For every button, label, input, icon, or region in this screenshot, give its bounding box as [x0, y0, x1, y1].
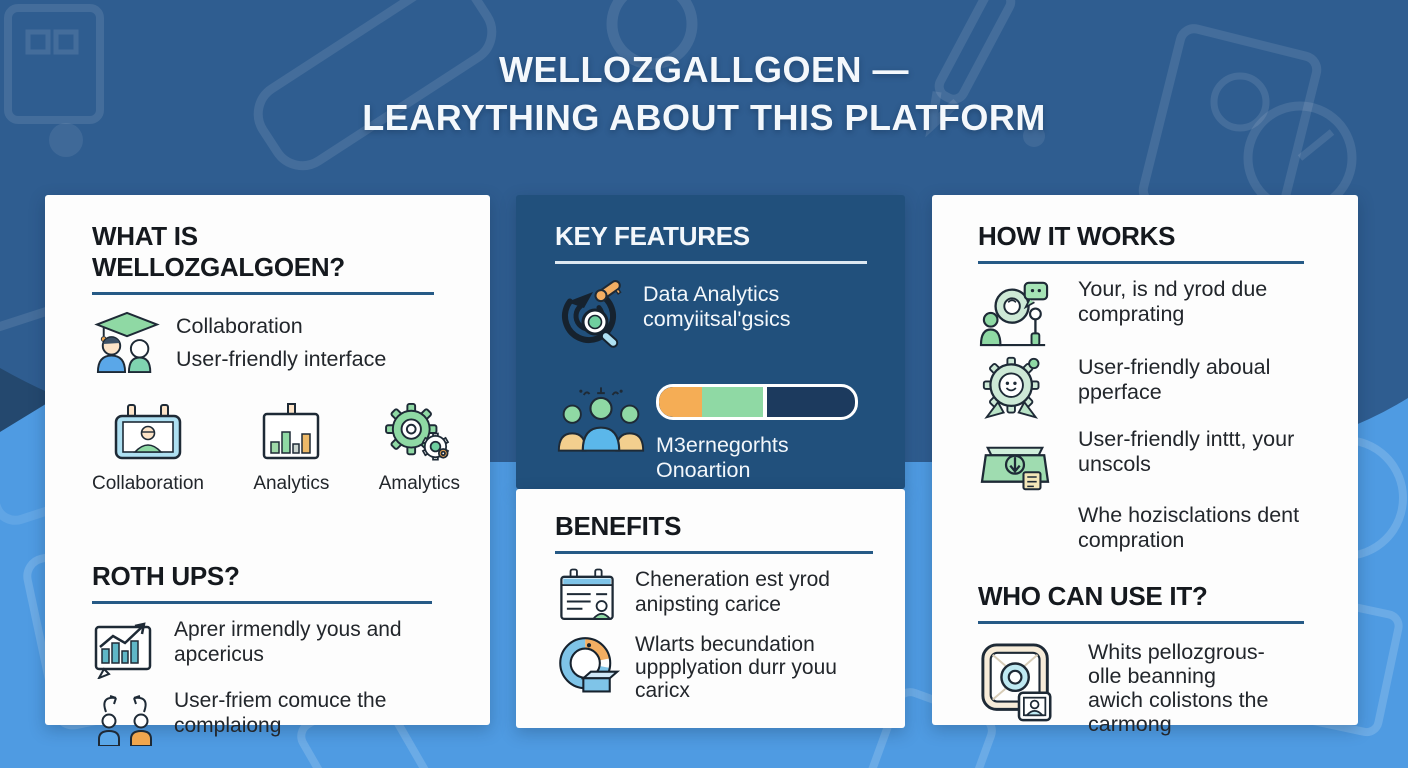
item-line: User-friendly inttt, your: [1078, 427, 1295, 451]
growth-chart-icon: [92, 617, 158, 680]
benefit-2: Wlarts becundation uppplyation durr youu…: [555, 633, 879, 702]
benefit-1: Cheneration est yrod anipsting carice: [555, 567, 879, 625]
bar-chart-icon: [256, 402, 326, 464]
heading-how-it-works: HOW IT WORKS: [978, 221, 1304, 264]
item-line: comprating: [1078, 302, 1185, 326]
item-line: olle beanning: [1088, 664, 1216, 688]
item-line: User-friendly aboual: [1078, 355, 1271, 379]
card-benefits: BENEFITS Chenera: [516, 489, 905, 728]
poster-title-line1: WELLOZGALLGOEN —: [499, 49, 909, 90]
item-line: anipsting carice: [635, 593, 781, 616]
package-user-icon: [978, 427, 1056, 493]
how-item-2: User-friendly aboual pperface: [978, 355, 1332, 421]
item-line: unscols: [1078, 452, 1151, 476]
roth-item-1: Aprer irmendly yous and apcericus: [92, 617, 462, 680]
heading-what-is: WHAT IS WELLOZGALGOEN?: [92, 221, 434, 295]
item-line: Cheneration est yrod: [635, 568, 830, 591]
how-item-1: Your, is nd yrod due comprating: [978, 277, 1332, 347]
how-item-4: Whe hozisclations dent compration: [1078, 503, 1332, 553]
how-item-3: User-friendly inttt, your unscols: [978, 427, 1332, 493]
item-line: awich colistons the: [1088, 688, 1269, 712]
item-line: complaiong: [174, 714, 282, 737]
item-line: compration: [1078, 528, 1185, 552]
intro-line: User-friendly interface: [176, 347, 387, 371]
graduation-people-icon: [92, 310, 162, 374]
feature-label: Analytics: [253, 473, 330, 494]
item-line: Wlarts becundation: [635, 633, 815, 656]
item-line: comyiitsal'gsics: [643, 307, 791, 331]
card-how-it-works: HOW IT WORKS: [932, 195, 1358, 736]
gear-face-icon: [978, 355, 1056, 421]
team-sync-icon: [92, 688, 158, 747]
document-profile-icon: [555, 567, 619, 625]
item-line: Whits pellozgrous-: [1088, 640, 1265, 664]
item-line: uppplyation durr youu: [635, 656, 837, 679]
item-line: Aprer irmendly yous and: [174, 618, 402, 641]
card-what-is: WHAT IS WELLOZGALGOEN? Collab: [45, 195, 490, 747]
user-group-icon: [555, 384, 647, 454]
item-line: M3ernegorhts Onoartion: [656, 433, 789, 482]
donut-chart-icon: [555, 633, 623, 699]
feature-collaboration: Collaboration: [92, 402, 204, 495]
heading-who-can-use: WHO CAN USE IT?: [978, 581, 1304, 624]
key-feature-2: M3ernegorhts Onoartion: [555, 384, 879, 483]
card-key-features: KEY FEATURES: [516, 195, 905, 489]
item-line: User-friem comuce the: [174, 689, 387, 712]
heading-roth-ups: ROTH UPS?: [92, 561, 432, 604]
progress-bar: [656, 384, 858, 420]
feature-analytics: Analytics: [253, 402, 329, 495]
feature-label: Collaboration: [92, 473, 204, 494]
heading-benefits: BENEFITS: [555, 511, 873, 554]
key-feature-1: Data Analytics comyiitsal'gsics: [555, 276, 879, 348]
badge-photo-icon: [978, 640, 1062, 728]
item-line: apcericus: [174, 643, 264, 666]
item-line: Data Analytics: [643, 282, 780, 306]
who-item-1: Whits pellozgrous- olle beanning awich c…: [978, 640, 1332, 736]
feature-label: Amalytics: [378, 473, 460, 494]
search-analytics-icon: [555, 276, 633, 348]
intro-item: Collaboration User-friendly interface: [92, 310, 462, 376]
poster-title: WELLOZGALLGOEN — LEARYTHING ABOUT THIS P…: [204, 46, 1204, 142]
feature-amalytics: Amalytics: [379, 402, 460, 495]
item-line: carmong: [1088, 712, 1172, 736]
video-call-icon: [112, 402, 184, 464]
poster-title-line2: LEARYTHING ABOUT THIS PLATFORM: [362, 97, 1046, 138]
progress-segment-orange: [659, 387, 703, 417]
progress-segment-green: [702, 387, 767, 417]
item-line: Whe hozisclations dent: [1078, 503, 1300, 527]
item-line: pperface: [1078, 380, 1162, 404]
gears-icon: [382, 402, 456, 464]
heading-key-features: KEY FEATURES: [555, 221, 867, 264]
discussion-icon: [978, 277, 1056, 347]
item-line: caricx: [635, 679, 690, 702]
roth-item-2: User-friem comuce the complaiong: [92, 688, 462, 747]
feature-icons-row: Collaboration Analy: [92, 402, 460, 495]
intro-line: Collaboration: [176, 314, 303, 338]
item-line: Your, is nd yrod due: [1078, 277, 1268, 301]
